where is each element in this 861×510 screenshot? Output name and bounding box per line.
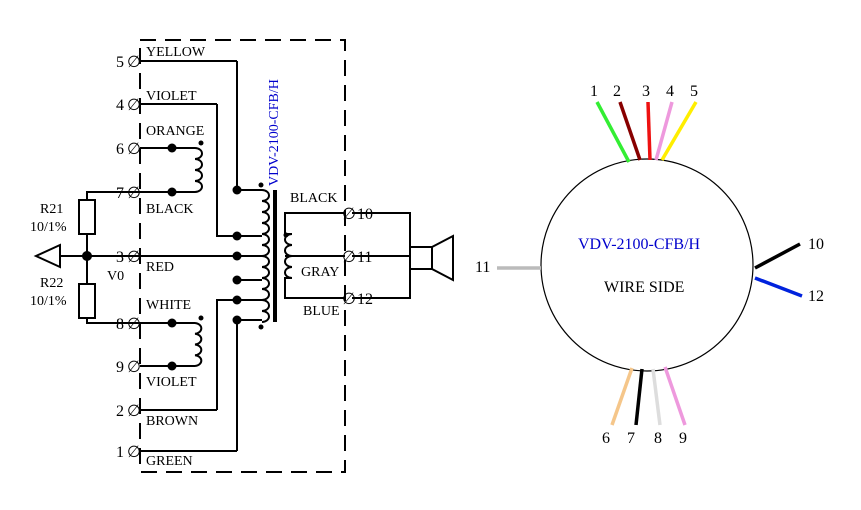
wire-9	[663, 366, 687, 426]
wire-8	[651, 368, 662, 426]
pin-2-route	[216, 299, 237, 410]
pin-2-number: 2	[116, 403, 124, 420]
speaker-magnet	[409, 246, 433, 270]
wire-7	[634, 368, 644, 426]
secondary-leads	[284, 212, 345, 299]
pin-6-wire-label: ORANGE	[146, 124, 204, 139]
connector-body	[540, 158, 754, 372]
wire-2-number: 2	[613, 83, 621, 100]
pin-9-number: 9	[116, 359, 124, 376]
pin-1-number: 1	[116, 444, 124, 461]
r22-value: 10/1%	[30, 294, 67, 309]
resistor-r21	[78, 199, 96, 235]
wire-6-number: 6	[602, 430, 610, 447]
wire-1	[595, 101, 631, 163]
pin-numbers: 5 4 6 7 3 8 9 2 1	[116, 54, 124, 461]
wire-10-number: 10	[808, 236, 824, 253]
wire-2	[618, 101, 642, 161]
wire-side-title: WIRE SIDE	[604, 279, 684, 296]
primary-winding	[261, 189, 270, 323]
ground-arrow	[33, 243, 61, 269]
coil-6-7	[194, 147, 203, 193]
pin-3-wire-label: RED	[146, 260, 174, 275]
pin-4-number: 4	[116, 97, 124, 114]
connection-dots	[82, 140, 289, 371]
terminal-marks: ∅ ∅ ∅ ∅ ∅ ∅ ∅ ∅ ∅ ∅ ∅ ∅	[127, 54, 356, 461]
r21-name: R21	[40, 202, 63, 217]
terminal-mark: ∅	[342, 206, 356, 223]
wire-4-number: 4	[666, 83, 674, 100]
primary-taps	[237, 189, 262, 321]
r22-name: R22	[40, 276, 63, 291]
wire-side-view: 1 2 3 4 5 6 7 8 9 10 11 12 VDV-2100-CFB/…	[475, 83, 824, 447]
pin-5-number: 5	[116, 54, 124, 71]
pin-8-number: 8	[116, 316, 124, 333]
wire-4	[654, 101, 674, 161]
pin-1-wire-label: GREEN	[146, 454, 193, 469]
secondary-numbers: 10 11 12	[357, 206, 373, 308]
wire-10	[754, 242, 801, 270]
terminal-mark: ∅	[127, 141, 141, 158]
pin-7-number: 7	[116, 185, 124, 202]
pin-7-wire-label: BLACK	[146, 202, 193, 217]
v0-label: V0	[107, 269, 124, 284]
terminal-mark: ∅	[127, 316, 141, 333]
pin-8-wire-label: WHITE	[146, 298, 191, 313]
pin-10-number: 10	[357, 206, 373, 223]
wire-labels: YELLOW VIOLET ORANGE BLACK RED WHITE VIO…	[146, 45, 340, 469]
secondary-out	[352, 212, 411, 299]
pin-6-number: 6	[116, 141, 124, 158]
wire-5-number: 5	[690, 83, 698, 100]
wire-side-model-label: VDV-2100-CFB/H	[578, 236, 701, 253]
coil-8-9	[194, 322, 203, 367]
terminal-mark: ∅	[127, 54, 141, 71]
terminal-mark: ∅	[127, 97, 141, 114]
pin-4-route	[216, 104, 237, 237]
resistor-r22	[78, 283, 96, 319]
pin-11-wire-label: GRAY	[301, 265, 339, 280]
wire-8-number: 8	[654, 430, 662, 447]
pin-4-wire-label: VIOLET	[146, 89, 197, 104]
terminal-mark: ∅	[127, 444, 141, 461]
terminal-mark: ∅	[127, 249, 141, 266]
coil-6-7-lead	[172, 147, 195, 193]
wire-3	[646, 101, 652, 161]
pin-10-wire-label: BLACK	[290, 191, 337, 206]
r21-value: 10/1%	[30, 220, 67, 235]
wire-3-number: 3	[642, 83, 650, 100]
terminal-mark: ∅	[127, 403, 141, 420]
wire-11-number: 11	[475, 259, 490, 276]
schematic	[33, 39, 454, 473]
pin-12-wire-label: BLUE	[303, 304, 340, 319]
wire-5	[660, 101, 698, 161]
wire-12	[754, 276, 803, 298]
terminal-mark: ∅	[127, 359, 141, 376]
pin-3-number: 3	[116, 249, 124, 266]
schematic-model-label: VDV-2100-CFB/H	[267, 79, 282, 186]
pin-9-wire-label: VIOLET	[146, 375, 197, 390]
wire-9-number: 9	[679, 430, 687, 447]
terminal-mark: ∅	[342, 249, 356, 266]
pin-12-number: 12	[357, 291, 373, 308]
housing-outline	[139, 39, 346, 473]
coil-8-9-lead	[172, 322, 195, 367]
pin-11-number: 11	[357, 249, 372, 266]
pin-2-wire-label: BROWN	[146, 414, 198, 429]
wire-7-number: 7	[627, 430, 635, 447]
resistor-labels: R21 10/1% R22 10/1% V0	[30, 202, 124, 309]
terminal-mark: ∅	[127, 185, 141, 202]
terminal-mark: ∅	[342, 291, 356, 308]
wire-1-number: 1	[590, 83, 598, 100]
wire-12-number: 12	[808, 288, 824, 305]
pin-5-wire-label: YELLOW	[146, 45, 206, 60]
speaker-cone	[431, 234, 454, 282]
wire-6	[610, 367, 634, 426]
